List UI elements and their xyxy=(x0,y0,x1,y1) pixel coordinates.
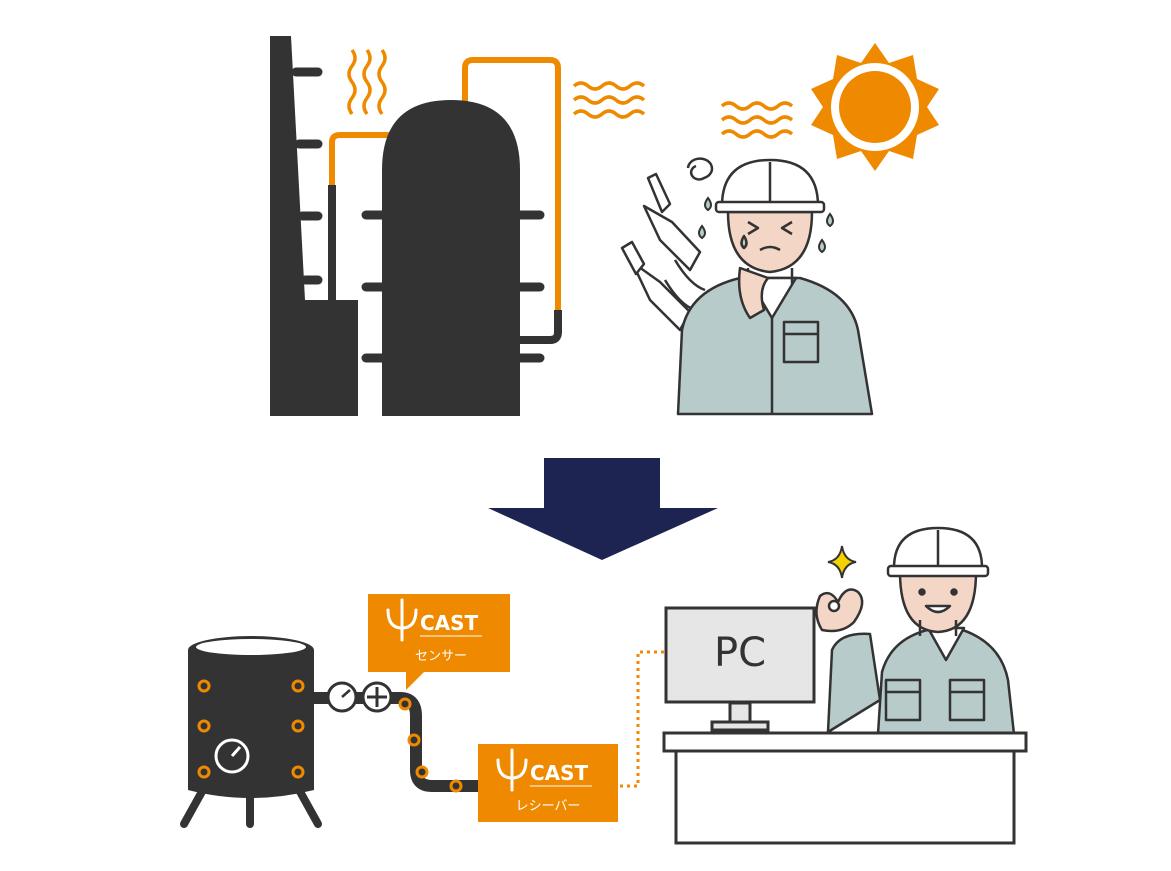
sparkle-icon xyxy=(827,545,857,579)
desk xyxy=(662,731,1028,845)
sensor-tag: CAST センサー xyxy=(368,594,510,690)
sun-icon xyxy=(811,43,939,171)
down-arrow-icon xyxy=(488,458,718,560)
cast-logo-icon xyxy=(386,598,418,642)
gauge-icon xyxy=(326,681,358,713)
pc-label: PC xyxy=(714,630,766,676)
pipe xyxy=(520,310,562,344)
pipe xyxy=(462,57,561,310)
sensor-brand-label: CAST xyxy=(420,611,479,635)
pipeline xyxy=(314,681,484,793)
receiver-tag: CAST レシーバー xyxy=(478,744,618,822)
receiver-brand-label: CAST xyxy=(530,761,589,785)
heat-waves-icon xyxy=(572,81,646,119)
plant-illustration xyxy=(270,36,646,416)
tower-rungs xyxy=(291,67,323,285)
pressure-gauge-icon xyxy=(214,738,250,774)
happy-worker xyxy=(815,526,1016,736)
sensor-label: センサー xyxy=(415,649,467,664)
data-link-arrow xyxy=(620,650,696,788)
pc-monitor: PC xyxy=(664,606,816,732)
distillation-tower xyxy=(270,36,358,416)
tank-illustration xyxy=(180,636,322,828)
heat-waves-icon xyxy=(720,101,794,139)
receiver-label: レシーバー xyxy=(516,799,581,814)
heat-waves-icon xyxy=(347,48,387,116)
vessel-rungs xyxy=(361,210,545,363)
sweat-drops-icon xyxy=(698,196,834,254)
cast-logo-icon xyxy=(496,748,528,792)
pipe xyxy=(329,132,392,185)
worried-worker xyxy=(620,157,874,416)
storage-vessel xyxy=(382,100,520,416)
rivets xyxy=(197,679,305,779)
valve-icon xyxy=(361,681,393,713)
